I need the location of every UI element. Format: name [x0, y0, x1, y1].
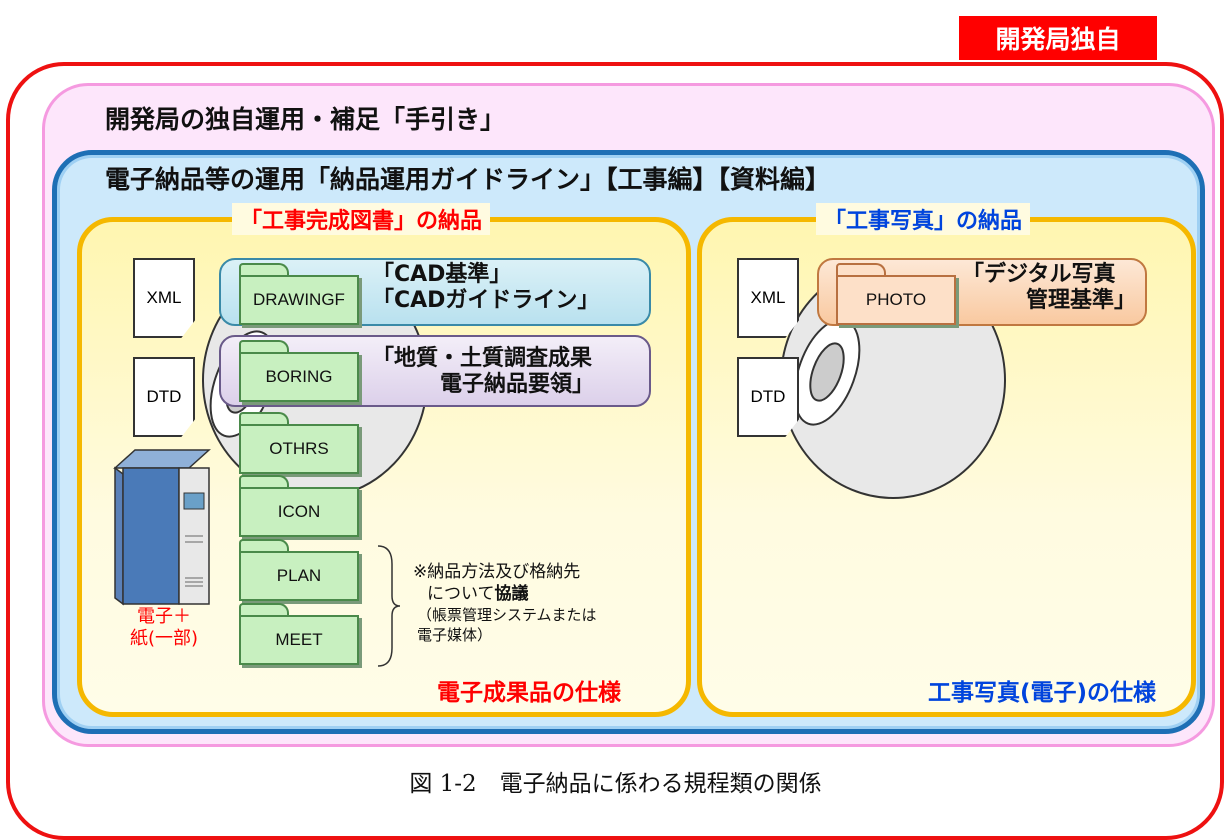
construction-photo-spec: 工事写真(電子)の仕様 — [928, 680, 1157, 706]
construction-photo-title: 「工事写真」の納品 — [816, 203, 1031, 235]
photo-standard-text: 「デジタル写真 管理基準」 — [962, 262, 1137, 313]
xml-document-icon: XML — [133, 258, 195, 338]
delivery-note: ※納品方法及び格納先 について協議 （帳票管理システムまたは 電子媒体） — [413, 562, 597, 644]
completion-docs-title: 「工事完成図書」の納品 — [232, 203, 491, 235]
electronic-deliverable-spec: 電子成果品の仕様 — [437, 680, 621, 706]
figure-caption: 図 1-2 電子納品に係わる規程類の関係 — [409, 771, 822, 797]
geology-standard-text: 「地質・土質調査成果 電子納品要領」 — [372, 346, 595, 397]
xml-document-icon-photo: XML — [737, 258, 799, 338]
cad-standard-text: 「CAD基準」 「CADガイドライン」 — [372, 262, 600, 313]
guideline-title: 電子納品等の運用「納品運用ガイドライン」【工事編】【資料編】 — [105, 165, 831, 194]
dev-bureau-tag: 開発局独自 — [959, 16, 1157, 60]
brace-icon — [377, 545, 401, 667]
binder-label: 電子＋ 紙(一部) — [130, 606, 199, 649]
binder-icon — [113, 449, 211, 606]
bureau-guide-title: 開発局の独自運用・補足「手引き」 — [105, 105, 506, 134]
dtd-document-icon-photo: DTD — [737, 357, 799, 437]
dtd-document-icon: DTD — [133, 357, 195, 437]
